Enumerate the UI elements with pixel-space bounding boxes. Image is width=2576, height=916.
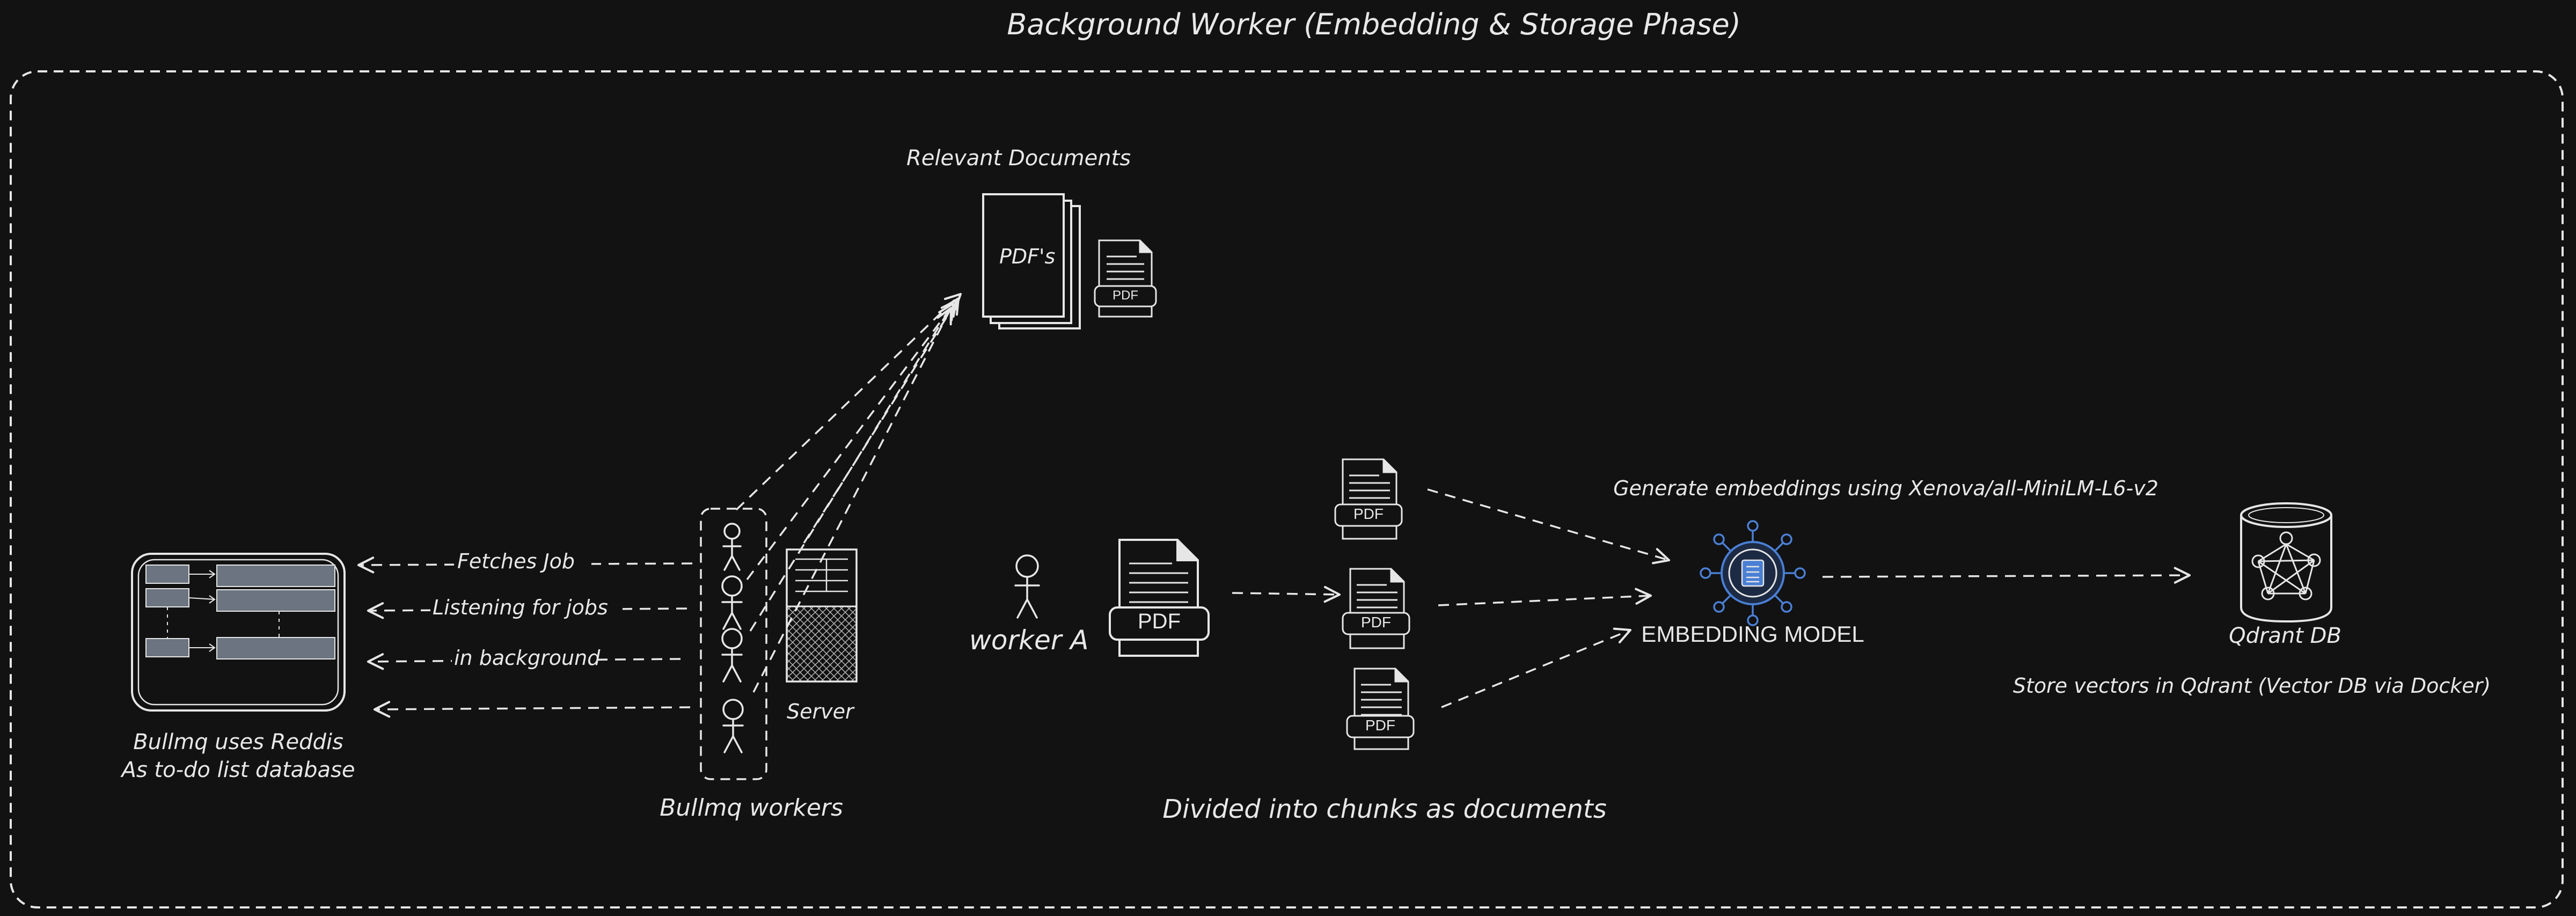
server-label: Server — [787, 700, 854, 723]
bullmq-workers-label: Bullmq workers — [660, 794, 843, 822]
relevant-documents-label: Relevant Documents — [906, 146, 1131, 171]
pdf-icon-chunk-3 — [1346, 668, 1415, 750]
pdf-icon-chunk-2 — [1342, 568, 1410, 649]
server-icon — [786, 548, 858, 683]
store-vectors-label: Store vectors in Qdrant (Vector DB via D… — [2012, 674, 2491, 698]
pdfs-label: PDF's — [999, 245, 1056, 268]
person-icon — [721, 628, 743, 683]
worker-pdf-label: PDF — [1138, 610, 1181, 633]
arrow-to-chunks — [1232, 585, 1341, 603]
arrow-bottom — [373, 701, 691, 718]
in-background-label: in background — [454, 646, 601, 670]
person-icon — [722, 523, 742, 571]
chunk1-pdf-label: PDF — [1353, 505, 1384, 522]
arrow-to-docs-1 — [735, 292, 962, 511]
embedding-model-label: EMBEDDING MODEL — [1641, 621, 1864, 647]
pdf-icon-large — [1109, 539, 1210, 657]
arrow-to-docs-2 — [746, 299, 958, 581]
chunk2-pdf-label: PDF — [1361, 614, 1391, 631]
listening-label: Listening for jobs — [433, 596, 608, 619]
fetches-job-label: Fetches Job — [457, 549, 575, 573]
arrow-to-docs-5 — [803, 297, 960, 544]
bullmq-caption-line2: As to-do list database — [121, 758, 355, 782]
pdf-icon — [1094, 239, 1157, 318]
redis-queue-icon — [131, 553, 346, 712]
generate-embeddings-label: Generate embeddings using Xenova/all-Min… — [1613, 477, 2158, 500]
qdrant-db-label: Qdrant DB — [2229, 624, 2341, 648]
workers-group — [700, 508, 767, 780]
chunks-caption: Divided into chunks as documents — [1162, 794, 1607, 824]
person-icon — [721, 575, 743, 630]
arrow-chunk1-to-model — [1427, 488, 1671, 565]
database-icon — [2240, 502, 2332, 623]
arrow-to-docs-3 — [749, 302, 955, 632]
pdf-stack-icon — [982, 193, 1081, 329]
small-pdf-label: PDF — [1113, 288, 1138, 303]
diagram-title: Background Worker (Embedding & Storage P… — [1007, 8, 1741, 41]
person-icon — [1014, 554, 1040, 619]
person-icon — [722, 699, 744, 753]
arrow-listening — [367, 602, 687, 619]
bullmq-caption-line1: Bullmq uses Reddis — [133, 730, 343, 754]
arrow-to-qdrant — [1822, 567, 2191, 584]
worker-a-label: worker A — [969, 625, 1089, 656]
arrow-chunk2-to-model — [1438, 588, 1652, 606]
chunk3-pdf-label: PDF — [1365, 717, 1395, 734]
outer-frame — [10, 70, 2564, 908]
pdf-icon-chunk-1 — [1334, 458, 1403, 540]
embedding-model-icon — [1700, 520, 1806, 626]
arrow-chunk3-to-model — [1441, 627, 1632, 708]
